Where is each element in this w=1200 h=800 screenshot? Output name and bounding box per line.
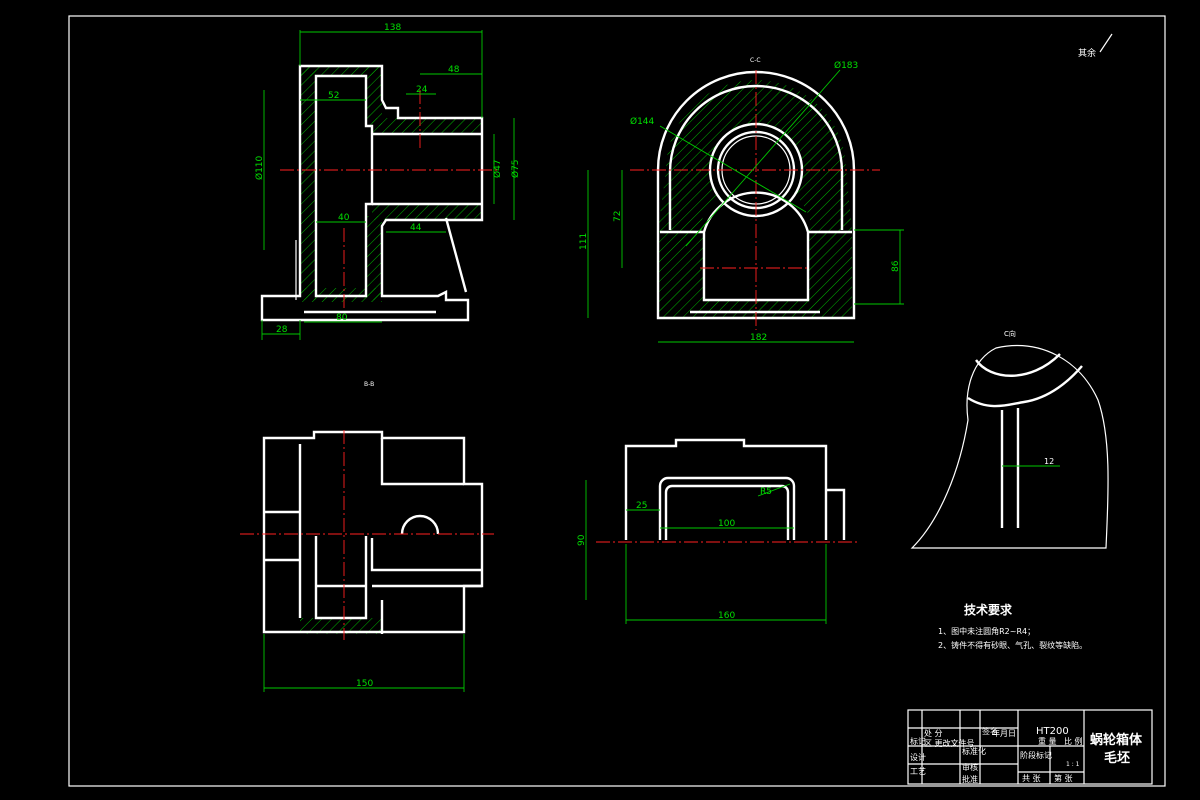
dim-90: 90 xyxy=(577,534,587,546)
dim-12: 12 xyxy=(1044,457,1054,466)
dim-72: 72 xyxy=(613,211,623,222)
part-name: 蜗轮箱体 xyxy=(1090,732,1143,748)
dim-d110: Ø110 xyxy=(254,155,265,180)
tb-cell-4: 签名 xyxy=(982,726,998,736)
ratio-label: 比 例 xyxy=(1064,736,1083,746)
tb-cell-6: 设计 xyxy=(910,752,926,762)
label-section-cc: C-C xyxy=(750,57,761,64)
scale-value: 1 : 1 xyxy=(1066,761,1080,768)
tech-req-item-2: 2、铸件不得有砂眼、气孔、裂纹等缺陷。 xyxy=(938,640,1087,650)
dim-111: 111 xyxy=(579,233,589,250)
dim-160: 160 xyxy=(718,611,735,621)
dim-52: 52 xyxy=(328,91,339,101)
dim-d47: Ø47 xyxy=(492,159,503,178)
end-view: 25 100 R5 90 160 xyxy=(577,438,858,624)
c-direction-view: C向 12 xyxy=(910,329,1109,549)
dim-28: 28 xyxy=(276,325,288,335)
dim-d183: Ø183 xyxy=(834,60,858,71)
dim-80: 80 xyxy=(336,313,348,323)
dim-48: 48 xyxy=(448,65,460,75)
roughness-note: 其余 xyxy=(1078,47,1096,59)
drawing-frame xyxy=(68,15,1166,787)
dim-24: 24 xyxy=(416,85,428,95)
dim-86: 86 xyxy=(891,260,901,272)
dim-d144: Ø144 xyxy=(630,116,655,127)
tb-cell-7: 标准化 xyxy=(962,746,986,756)
tb-cell-9: 审核 xyxy=(962,762,978,772)
tb-cell-3: 区 更改文件号 xyxy=(924,738,975,748)
dim-44: 44 xyxy=(410,223,422,233)
weight-label: 重 量 xyxy=(1038,736,1057,746)
title-block: 处 分 标记 区 更改文件号 签名 年月日 设计 标准化 工艺 审核 批准 HT… xyxy=(907,709,1153,785)
section-bb-view: B-B 150 xyxy=(240,381,494,692)
dim-100: 100 xyxy=(718,519,735,529)
tb-cell-1: 处 分 xyxy=(924,728,943,738)
part-name-sub: 毛坯 xyxy=(1104,750,1130,766)
sheet-number: 第 张 xyxy=(1054,773,1073,783)
dim-138: 138 xyxy=(384,23,401,33)
dim-r5: R5 xyxy=(760,487,772,497)
stage-mark-label: 阶段标记 xyxy=(1020,750,1052,760)
dim-40: 40 xyxy=(338,213,350,223)
material: HT200 xyxy=(1036,726,1069,737)
tech-req-item-1: 1、图中未注圆角R2~R4； xyxy=(938,626,1035,636)
section-cc-view: C-C Ø183 Ø144 111 72 86 182 xyxy=(579,57,904,343)
tb-cell-5: 年月日 xyxy=(992,728,1016,738)
dim-182: 182 xyxy=(750,333,767,343)
sheet-total: 共 张 xyxy=(1022,774,1041,783)
tech-req-heading: 技术要求 xyxy=(964,602,1013,617)
label-section-bb: B-B xyxy=(364,381,374,388)
tb-cell-2: 标记 xyxy=(910,736,926,746)
tb-cell-10: 批准 xyxy=(962,774,978,784)
front-view: 138 48 52 24 Ø110 Ø47 Ø75 40 44 80 28 xyxy=(254,23,521,340)
roughness-symbol: 其余 xyxy=(1078,33,1113,59)
technical-requirements: 技术要求 1、图中未注圆角R2~R4； 2、铸件不得有砂眼、气孔、裂纹等缺陷。 xyxy=(938,602,1087,650)
dim-25: 25 xyxy=(636,501,647,511)
dim-150: 150 xyxy=(356,679,373,689)
label-view-c: C向 xyxy=(1004,329,1016,338)
tb-cell-8: 工艺 xyxy=(910,767,926,776)
dim-d75: Ø75 xyxy=(510,159,521,178)
